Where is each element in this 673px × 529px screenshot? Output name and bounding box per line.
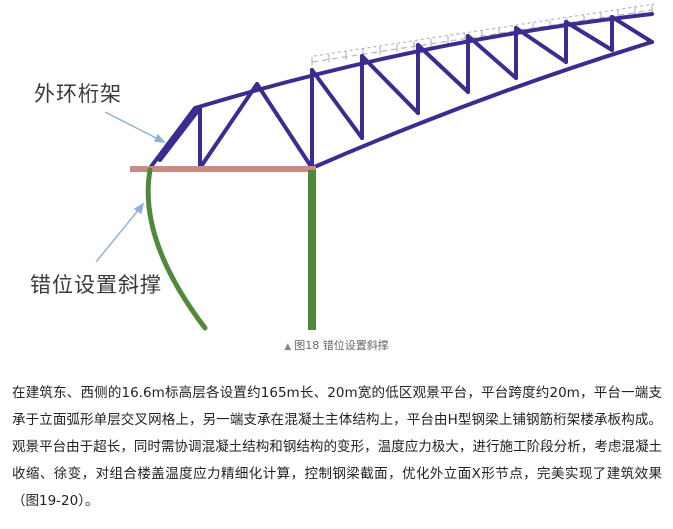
- figure-caption: ▲图18 错位设置斜撑: [0, 337, 673, 353]
- concrete-column: [308, 170, 316, 330]
- body-paragraph: 在建筑东、西侧的16.6m标高层各设置约165m长、20m宽的低区观景平台，平台…: [12, 385, 662, 509]
- platform-beam: [130, 166, 316, 172]
- truss-diagram: [95, 3, 655, 331]
- caption-text: 图18 错位设置斜撑: [294, 339, 389, 352]
- offset-brace: [145, 167, 208, 331]
- structure-figure: 外环桁架 错位设置斜撑: [30, 3, 655, 331]
- outer-truss-label: 外环桁架: [34, 82, 122, 106]
- offset-brace-label: 错位设置斜撑: [30, 273, 162, 297]
- leader-lines: [95, 111, 166, 263]
- outer-ring-truss: [148, 12, 654, 170]
- caption-marker: ▲: [284, 342, 292, 352]
